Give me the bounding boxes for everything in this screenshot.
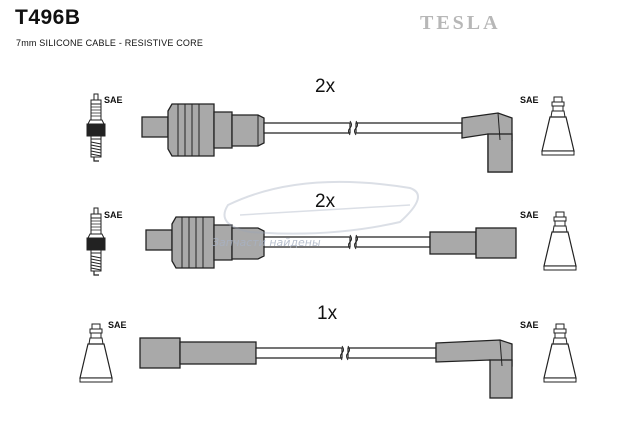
row-3-left-sae-label: SAE bbox=[108, 320, 127, 330]
row-2-quantity: 2x bbox=[315, 191, 336, 212]
cable-spec: 7mm SILICONE CABLE - RESISTIVE CORE bbox=[16, 38, 204, 48]
row-3-left-terminal-icon bbox=[79, 323, 113, 383]
watermark-logo-icon bbox=[223, 180, 419, 235]
row-3-cable bbox=[79, 323, 577, 399]
part-number: T496B bbox=[15, 6, 81, 29]
row-3-quantity: 1x bbox=[317, 303, 338, 324]
brand-logo: TESLA bbox=[420, 12, 501, 34]
row-1-quantity: 2x bbox=[315, 76, 336, 97]
row-1-right-sae-label: SAE bbox=[520, 95, 539, 105]
row-3-right-sae-label: SAE bbox=[520, 320, 539, 330]
row-2-spark-plug-icon bbox=[86, 207, 106, 276]
watermark-text: Запчасти найдены bbox=[212, 236, 321, 249]
row-1-terminal-icon bbox=[541, 96, 575, 156]
row-2-left-sae-label: SAE bbox=[104, 210, 123, 220]
row-1-cable bbox=[86, 93, 575, 173]
row-2-terminal-icon bbox=[543, 211, 577, 271]
row-2-right-sae-label: SAE bbox=[520, 210, 539, 220]
row-1-spark-plug-icon bbox=[86, 93, 106, 162]
row-2-cable bbox=[86, 207, 577, 276]
row-1-left-sae-label: SAE bbox=[104, 95, 123, 105]
row-3-right-terminal-icon bbox=[543, 323, 577, 383]
